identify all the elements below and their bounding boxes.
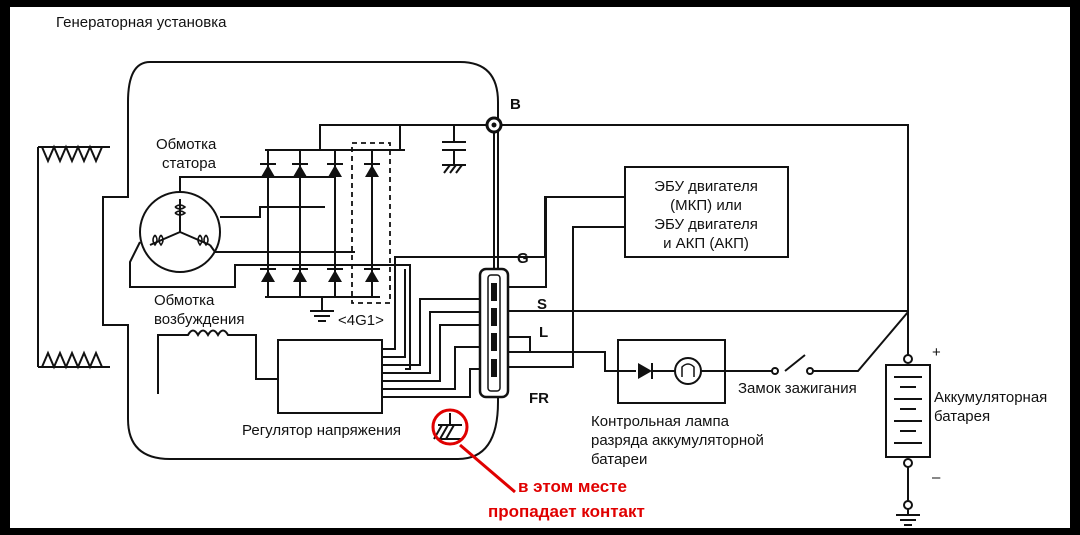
connector-pins xyxy=(491,283,497,377)
bplus-capacitor xyxy=(442,125,466,174)
battery-minus-terminal xyxy=(903,458,913,468)
stator-leads xyxy=(129,176,411,370)
ecu-label-1: ЭБУ двигателя xyxy=(654,178,758,195)
stator-coil-top xyxy=(174,204,187,216)
diode-pack-outline xyxy=(351,142,391,304)
switch-contact-right xyxy=(806,367,814,375)
terminal-b-label: B xyxy=(510,96,521,113)
regulator-label: Регулятор напряжения xyxy=(242,422,401,439)
bplus-wire xyxy=(319,124,909,312)
ecu-box xyxy=(624,166,789,258)
rotor-spring-top xyxy=(38,144,110,164)
alternator-wiring-diagram: Генераторная установка Обмотка статора <… xyxy=(37,14,1047,526)
lamp-diode-triangle xyxy=(638,363,652,379)
terminal-b-center xyxy=(491,122,497,128)
annotation-line-2: пропадает контакт xyxy=(488,502,645,521)
stator-label-1: Обмотка xyxy=(156,136,217,153)
rectifier-ground xyxy=(310,297,334,322)
switch-contact-left xyxy=(771,367,779,375)
ground-terminal xyxy=(903,500,913,510)
stator-label-2: статора xyxy=(162,155,217,172)
regulator-ground xyxy=(433,413,462,440)
terminal-g-label: G xyxy=(517,250,529,267)
connector-external-wires xyxy=(508,197,908,372)
voltage-regulator-box xyxy=(277,339,383,414)
battery-minus-sign: – xyxy=(932,469,941,486)
field-label-1: Обмотка xyxy=(154,292,215,309)
fault-circle xyxy=(431,408,469,446)
battery-plus-terminal xyxy=(903,354,913,364)
ecu-label-3: ЭБУ двигателя xyxy=(654,216,758,233)
lamp-label-1: Контрольная лампа xyxy=(591,413,730,430)
alternator-housing xyxy=(102,61,499,460)
battery-plus-sign: + xyxy=(932,344,941,361)
diagram-title: Генераторная установка xyxy=(56,14,227,31)
diagram-canvas: Генераторная установка Обмотка статора <… xyxy=(10,7,1070,528)
diode-pack-label: <4G1> xyxy=(338,312,384,329)
lamp-label-2: разряда аккумуляторной xyxy=(591,432,764,449)
annotation-line-1: в этом месте xyxy=(518,477,627,496)
annotation-arrow xyxy=(459,443,516,494)
terminal-l-label: L xyxy=(539,324,548,341)
ignition-switch xyxy=(725,311,909,372)
ecu-label-4: и АКП (АКП) xyxy=(663,235,749,252)
regulator-wires xyxy=(382,196,625,398)
battery-cells xyxy=(894,376,922,444)
rectifier-diodes xyxy=(260,150,380,297)
stator-coil-left xyxy=(152,234,164,247)
ecu-label-2: (МКП) или xyxy=(670,197,742,214)
lamp-filament xyxy=(681,363,695,377)
field-winding xyxy=(157,329,278,394)
field-label-2: возбуждения xyxy=(154,311,245,328)
rotor-spring-bottom xyxy=(38,350,110,370)
stator-coil-right xyxy=(197,234,209,247)
ignition-label: Замок зажигания xyxy=(738,380,857,397)
battery-box xyxy=(885,364,931,458)
lamp-bulb-icon xyxy=(674,357,702,385)
connector-inner xyxy=(487,274,501,392)
terminal-fr-label: FR xyxy=(529,390,549,407)
battery-label-1: Аккумуляторная xyxy=(934,389,1047,406)
battery-ground xyxy=(896,509,920,526)
terminal-s-label: S xyxy=(537,296,547,313)
battery-label-2: батарея xyxy=(934,408,990,425)
lamp-label-3: батареи xyxy=(591,451,647,468)
